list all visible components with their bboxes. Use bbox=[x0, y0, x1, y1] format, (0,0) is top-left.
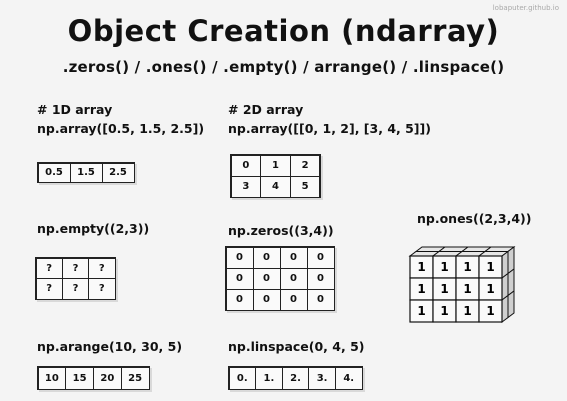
credit-text: lobaputer.github.io bbox=[492, 4, 559, 12]
array-cell: 0 bbox=[279, 246, 308, 269]
empty-grid: ?????? bbox=[35, 257, 116, 300]
array-cell: 25 bbox=[120, 366, 150, 390]
cube-side-face bbox=[507, 290, 515, 319]
array2d-code: np.array([[0, 1, 2], [3, 4, 5]]) bbox=[228, 121, 431, 136]
array-cell: 4 bbox=[260, 175, 291, 198]
cube-side-face bbox=[501, 294, 509, 323]
cube-cell-value: 1 bbox=[440, 260, 448, 274]
array1d-code: np.array([0.5, 1.5, 2.5]) bbox=[37, 121, 205, 136]
array-cell: 0 bbox=[306, 288, 335, 311]
array-cell: 3 bbox=[230, 175, 262, 198]
cube-cell-value: 1 bbox=[440, 282, 448, 296]
linspace-grid: 0.1.2.3.4. bbox=[228, 366, 363, 390]
array-cell: 3. bbox=[308, 366, 336, 390]
array-cell: ? bbox=[61, 278, 90, 300]
array-cell: 0 bbox=[306, 267, 335, 290]
cube-cell-value: 1 bbox=[463, 260, 471, 274]
array-cell: 2. bbox=[281, 366, 310, 390]
cube-cell-value: 1 bbox=[417, 260, 425, 274]
array-cell: ? bbox=[61, 257, 90, 279]
cube-cell-value: 1 bbox=[440, 304, 448, 318]
cube-cell-value: 1 bbox=[463, 304, 471, 318]
array-cell: 0 bbox=[306, 246, 335, 269]
array-cell: 0.5 bbox=[37, 162, 71, 183]
ones-code: np.ones((2,3,4)) bbox=[417, 211, 532, 226]
cube-cell-value: 1 bbox=[463, 282, 471, 296]
array-cell: 15 bbox=[65, 366, 94, 390]
array-cell: 10 bbox=[37, 366, 67, 390]
array-cell: 0 bbox=[252, 288, 281, 311]
cube-cell-value: 1 bbox=[486, 304, 494, 318]
array-cell: 4. bbox=[334, 366, 363, 390]
array-cell: 20 bbox=[93, 366, 122, 390]
array-cell: 0 bbox=[279, 288, 308, 311]
array-cell: 2.5 bbox=[101, 162, 135, 183]
array-cell: 0 bbox=[225, 246, 254, 269]
cube-cell-value: 1 bbox=[486, 282, 494, 296]
cube-cell-value: 1 bbox=[417, 304, 425, 318]
array-cell: 5 bbox=[289, 175, 321, 198]
ones-3d-cube: 1 1 1 1 1 1 1 1 1 1 1 1 bbox=[408, 246, 516, 323]
array-cell: 0 bbox=[225, 267, 254, 290]
cube-cell-value: 1 bbox=[417, 282, 425, 296]
array-cell: ? bbox=[35, 257, 63, 279]
linspace-code: np.linspace(0, 4, 5) bbox=[228, 339, 365, 354]
array-cell: 0 bbox=[252, 267, 281, 290]
array-cell: 0 bbox=[279, 267, 308, 290]
array-cell: ? bbox=[35, 278, 63, 300]
array-cell: 0 bbox=[230, 154, 262, 177]
array-cell: 1.5 bbox=[69, 162, 103, 183]
array-cell: 0 bbox=[252, 246, 281, 269]
array-cell: ? bbox=[88, 278, 116, 300]
array-cell: 1 bbox=[260, 154, 291, 177]
page-subtitle: .zeros() / .ones() / .empty() / arrange(… bbox=[62, 58, 505, 76]
empty-code: np.empty((2,3)) bbox=[37, 221, 150, 236]
page-title: Object Creation (ndarray) bbox=[67, 14, 500, 48]
array-cell: ? bbox=[88, 257, 116, 279]
array1d-comment: # 1D array bbox=[37, 102, 113, 117]
array2d-comment: # 2D array bbox=[228, 102, 304, 117]
arange-code: np.arange(10, 30, 5) bbox=[37, 339, 183, 354]
array-cell: 2 bbox=[289, 154, 321, 177]
array-cell: 0. bbox=[228, 366, 257, 390]
zeros-code: np.zeros((3,4)) bbox=[228, 223, 334, 238]
array-cell: 0 bbox=[225, 288, 254, 311]
cube-front-cell bbox=[478, 299, 503, 323]
cube-cell-value: 1 bbox=[486, 260, 494, 274]
array-cell: 1. bbox=[255, 366, 283, 390]
